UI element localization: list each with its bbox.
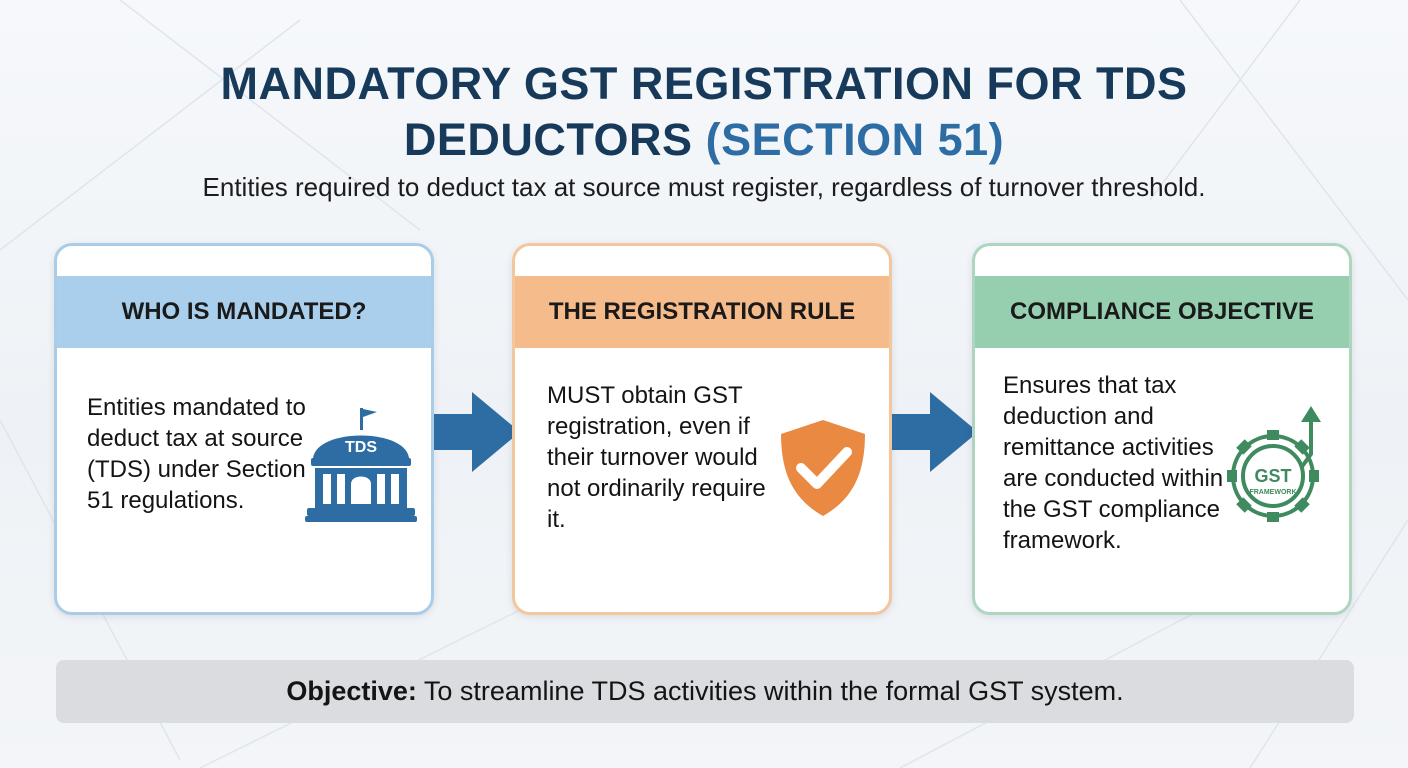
objective-label: Objective: [286, 676, 417, 706]
card-header: THE REGISTRATION RULE [515, 276, 889, 348]
card-compliance-objective: COMPLIANCE OBJECTIVE Ensures that tax de… [972, 243, 1352, 615]
card-description: Entities mandated to deduct tax at sourc… [87, 394, 306, 514]
gear-arrow-icon: GST FRAMEWORK [1227, 406, 1321, 522]
page-title: MANDATORY GST REGISTRATION FOR TDS DEDUC… [104, 56, 1304, 168]
shield-check-icon [781, 420, 865, 516]
card-description: MUST obtain GST registration, even if th… [547, 382, 766, 533]
icon-sublabel: FRAMEWORK [1249, 489, 1296, 496]
icon-label: TDS [345, 439, 377, 456]
card-who-is-mandated: WHO IS MANDATED? Entities mandated to de… [54, 243, 434, 615]
page-subtitle: Entities required to deduct tax at sourc… [202, 172, 1206, 202]
objective-text: To streamline TDS activities within the … [423, 676, 1124, 706]
page-title-main: MANDATORY GST REGISTRATION FOR TDS DEDUC… [220, 58, 1188, 165]
government-building-icon: TDS [305, 408, 417, 522]
icon-label: GST [1254, 466, 1291, 486]
arrow-right-icon [434, 392, 520, 472]
page-title-accent: (SECTION 51) [705, 114, 1005, 165]
objective-bar: Objective: To streamline TDS activities … [56, 660, 1354, 723]
arrow-right-icon [892, 392, 978, 472]
card-description: Ensures that tax deduction and remittanc… [1003, 372, 1224, 554]
card-registration-rule: THE REGISTRATION RULE MUST obtain GST re… [512, 243, 892, 615]
card-header: COMPLIANCE OBJECTIVE [975, 276, 1349, 348]
card-header: WHO IS MANDATED? [57, 276, 431, 348]
